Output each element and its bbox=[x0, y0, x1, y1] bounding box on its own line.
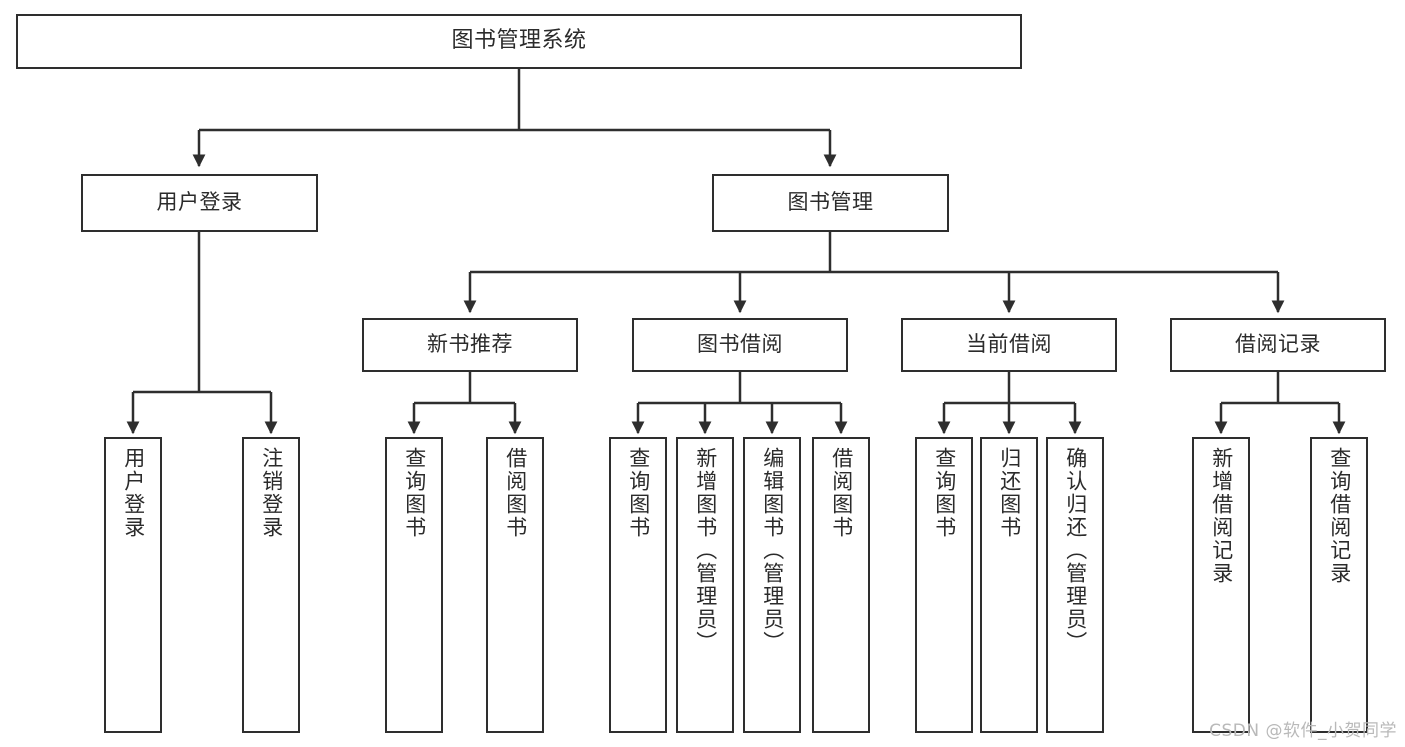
leaf-user-logout[interactable]: 注销登录 bbox=[242, 437, 300, 733]
node-label: 查询图书 bbox=[932, 447, 957, 539]
leaf-bookborrow-query-book[interactable]: 查询图书 bbox=[609, 437, 667, 733]
node-label: 借阅图书 bbox=[829, 447, 854, 539]
node-label: 确认归还（管理员） bbox=[1063, 447, 1088, 654]
leaf-bookborrow-add-book-admin[interactable]: 新增图书（管理员） bbox=[676, 437, 734, 733]
watermark-text: CSDN @软件_小贺同学 bbox=[1209, 721, 1397, 741]
leaf-bookborrow-borrow-book[interactable]: 借阅图书 bbox=[812, 437, 870, 733]
node-label: 新增借阅记录 bbox=[1209, 447, 1234, 585]
node-book-management[interactable]: 图书管理 bbox=[712, 174, 949, 232]
node-label: 查询图书 bbox=[626, 447, 651, 539]
node-label: 图书管理系统 bbox=[451, 28, 587, 54]
node-label: 新增图书（管理员） bbox=[693, 447, 718, 654]
leaf-newbook-borrow-book[interactable]: 借阅图书 bbox=[486, 437, 544, 733]
node-label: 当前借阅 bbox=[966, 332, 1052, 357]
leaf-newbook-query-book[interactable]: 查询图书 bbox=[385, 437, 443, 733]
node-label: 借阅记录 bbox=[1235, 332, 1321, 357]
node-current-borrow[interactable]: 当前借阅 bbox=[901, 318, 1117, 372]
node-new-book-recommendation[interactable]: 新书推荐 bbox=[362, 318, 578, 372]
leaf-currentborrow-return-book[interactable]: 归还图书 bbox=[980, 437, 1038, 733]
node-label: 用户登录 bbox=[121, 447, 146, 539]
node-borrow-record[interactable]: 借阅记录 bbox=[1170, 318, 1386, 372]
leaf-currentborrow-query-book[interactable]: 查询图书 bbox=[915, 437, 973, 733]
node-label: 注销登录 bbox=[259, 447, 284, 539]
node-label: 用户登录 bbox=[156, 190, 243, 215]
node-root-system[interactable]: 图书管理系统 bbox=[16, 14, 1022, 69]
node-label: 图书借阅 bbox=[697, 332, 783, 357]
node-label: 查询图书 bbox=[402, 447, 427, 539]
leaf-borrowrecord-add-record[interactable]: 新增借阅记录 bbox=[1192, 437, 1250, 733]
node-label: 借阅图书 bbox=[503, 447, 528, 539]
leaf-bookborrow-edit-book-admin[interactable]: 编辑图书（管理员） bbox=[743, 437, 801, 733]
node-label: 查询借阅记录 bbox=[1327, 447, 1352, 585]
leaf-borrowrecord-query-record[interactable]: 查询借阅记录 bbox=[1310, 437, 1368, 733]
node-label: 新书推荐 bbox=[427, 332, 513, 357]
node-label: 图书管理 bbox=[787, 190, 874, 215]
node-user-login[interactable]: 用户登录 bbox=[81, 174, 318, 232]
node-label: 编辑图书（管理员） bbox=[760, 447, 785, 654]
leaf-user-login[interactable]: 用户登录 bbox=[104, 437, 162, 733]
leaf-currentborrow-confirm-return-admin[interactable]: 确认归还（管理员） bbox=[1046, 437, 1104, 733]
node-label: 归还图书 bbox=[997, 447, 1022, 539]
node-book-borrow[interactable]: 图书借阅 bbox=[632, 318, 848, 372]
